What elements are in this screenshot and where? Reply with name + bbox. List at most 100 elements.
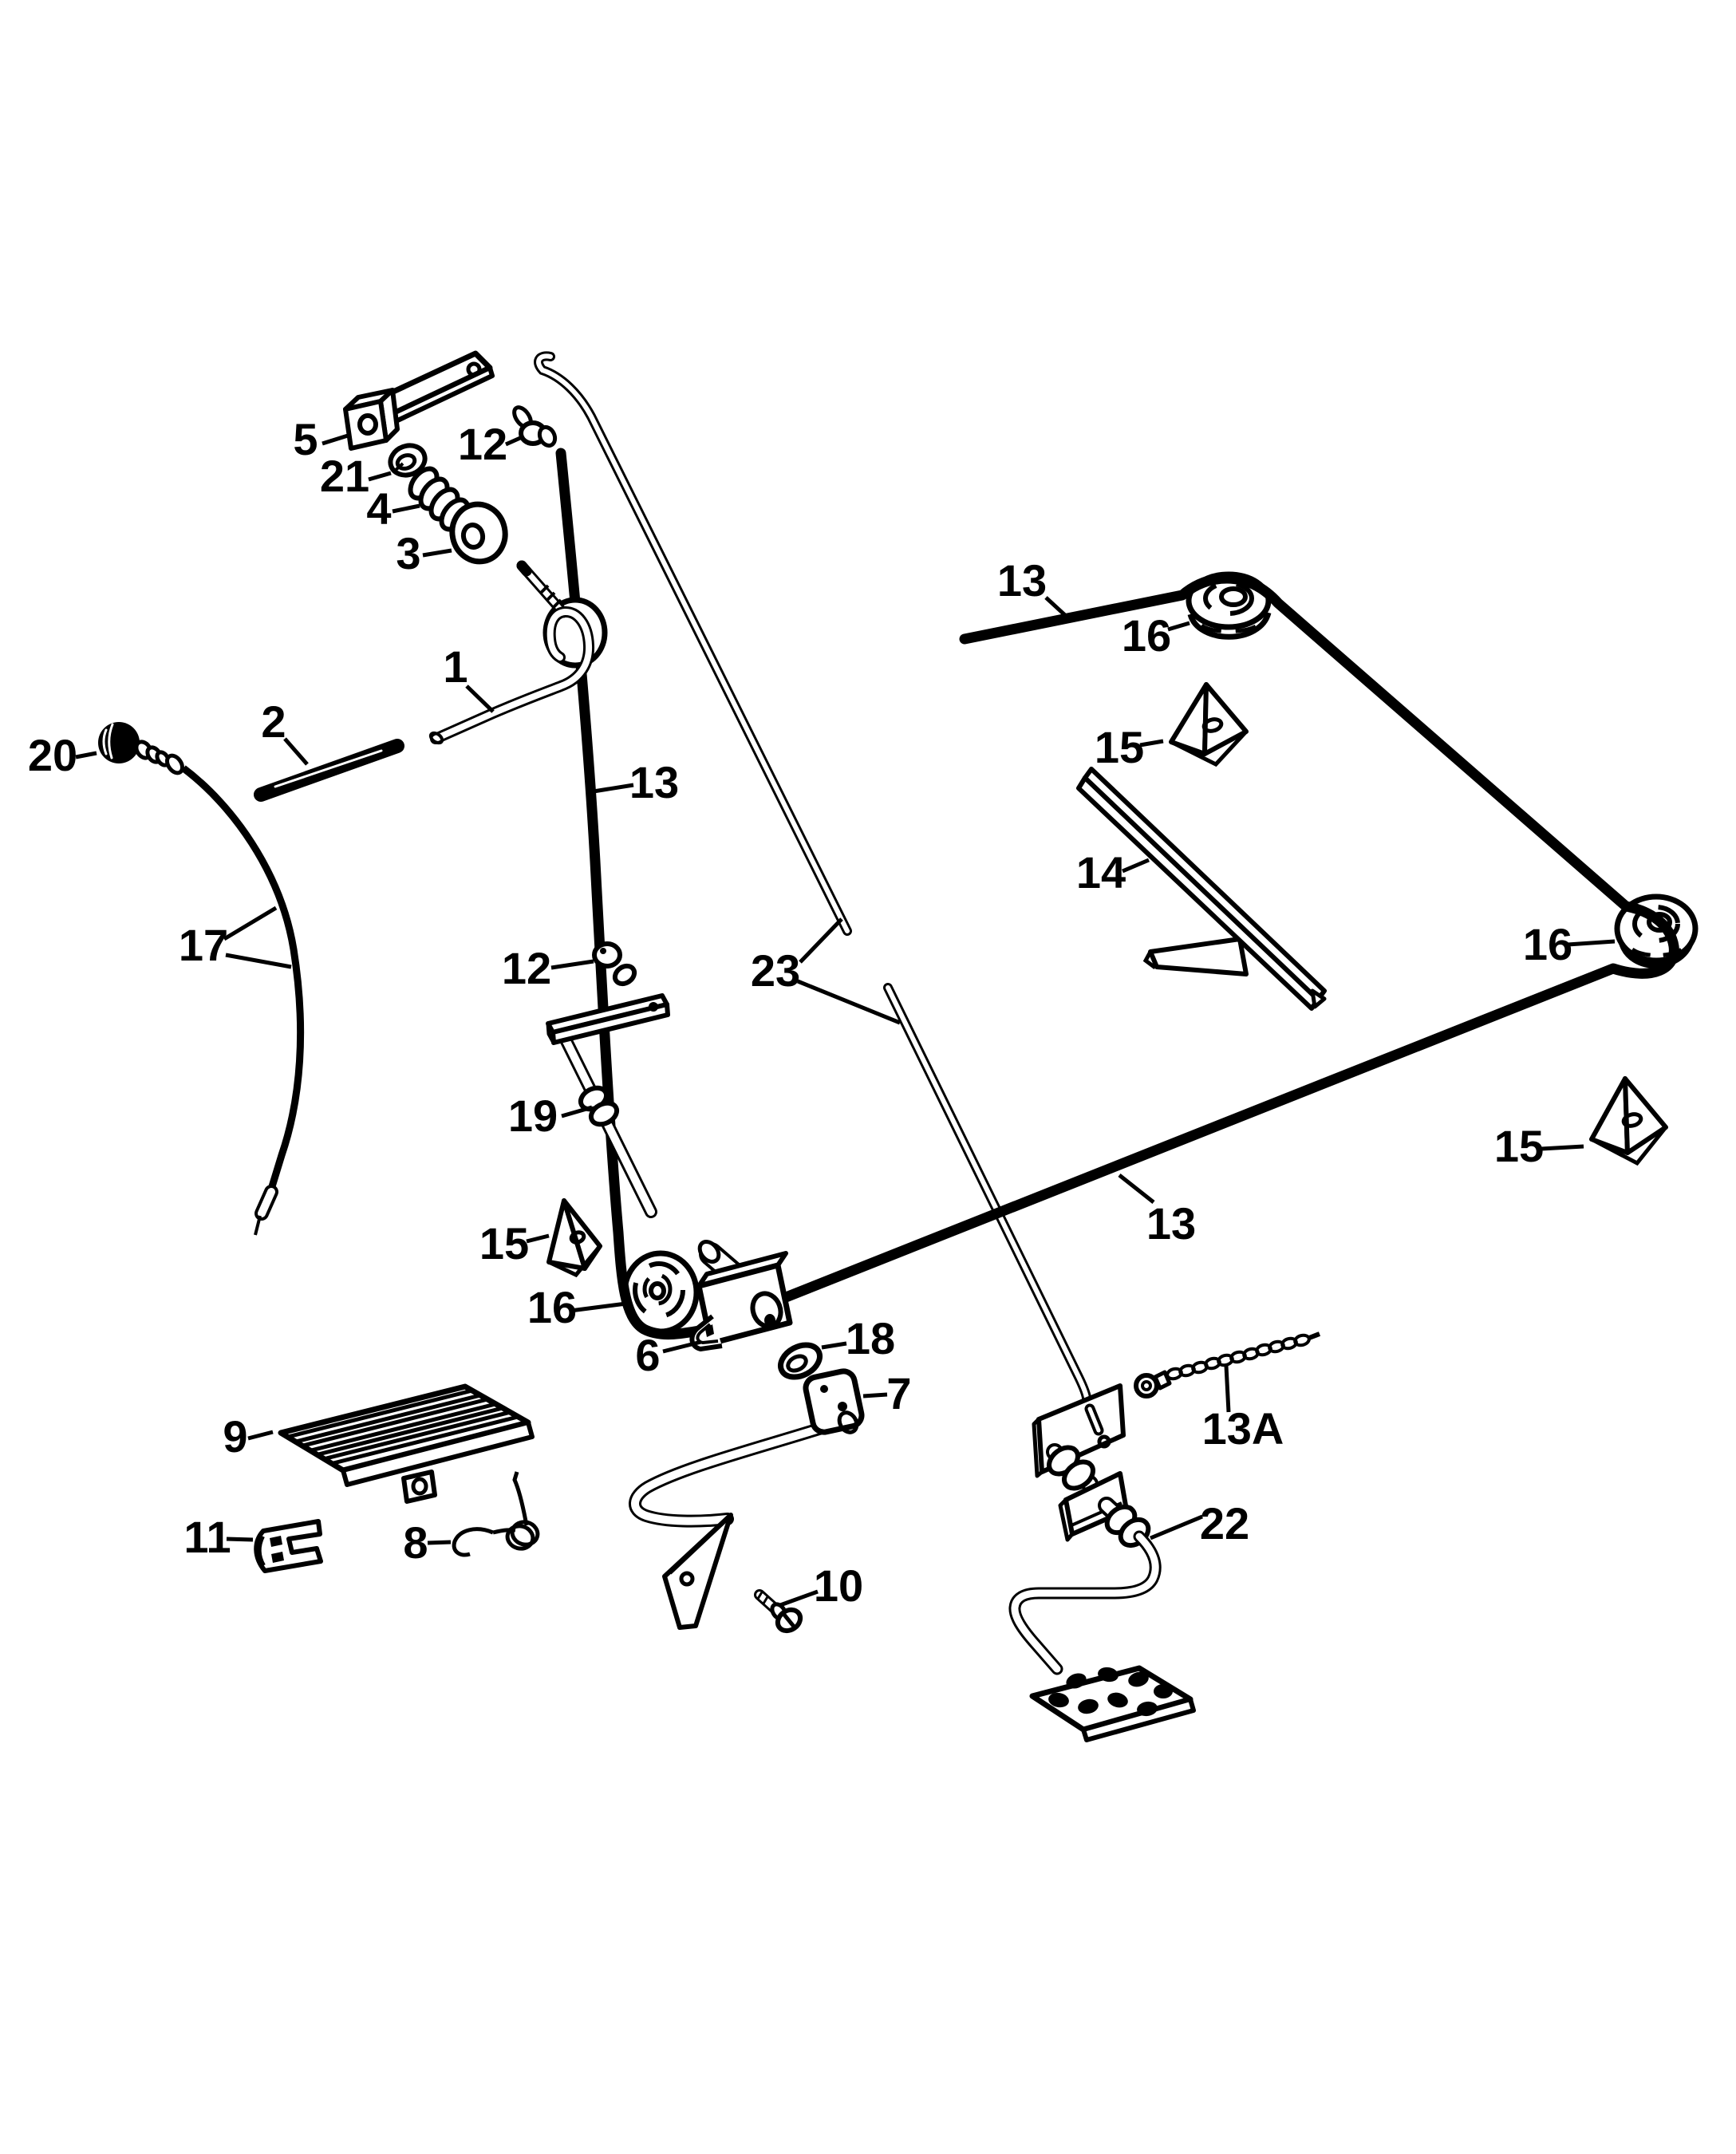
callout-8: 8 <box>403 1517 452 1568</box>
guide-bracket-15-left <box>546 1198 602 1278</box>
callout-label-11: 11 <box>183 1512 231 1562</box>
callout-15: 15 <box>1095 722 1164 772</box>
callout-label-8: 8 <box>403 1517 428 1568</box>
callout-label-7: 7 <box>886 1368 911 1418</box>
guide-bracket-15-bottom-right <box>1589 1076 1668 1166</box>
callout-leader-18 <box>821 1341 847 1350</box>
bolt-10 <box>754 1589 803 1634</box>
callout-17: 17 <box>179 905 292 970</box>
callout-leader-1 <box>465 684 495 713</box>
callout-leader-16 <box>1567 939 1616 947</box>
callout-6: 6 <box>635 1330 702 1380</box>
callout-label-22: 22 <box>1200 1498 1249 1548</box>
callout-1: 1 <box>443 641 495 713</box>
callout-label-16: 16 <box>1122 610 1171 661</box>
callout-label-15: 15 <box>1095 722 1144 772</box>
knob-20 <box>98 722 185 775</box>
callout-12: 12 <box>502 943 594 993</box>
callout-23: 23 <box>751 917 901 1025</box>
callout-label-4: 4 <box>366 483 391 534</box>
callout-label-1: 1 <box>443 641 468 692</box>
pedal-plate-22 <box>1029 1665 1196 1742</box>
callout-leader-2 <box>283 737 309 766</box>
callout-4: 4 <box>366 483 420 534</box>
callout-label-16: 16 <box>1523 919 1572 969</box>
spring-8 <box>452 1471 540 1557</box>
callout-3: 3 <box>396 528 452 578</box>
callout-leader-16 <box>1167 621 1190 632</box>
clip-11 <box>254 1519 323 1573</box>
callout-label-2: 2 <box>261 696 286 747</box>
callout-leader-13 <box>1118 1174 1155 1204</box>
callout-label-13: 13 <box>1146 1198 1196 1249</box>
pulley-left-16 <box>621 1250 700 1335</box>
callout-16: 16 <box>527 1282 627 1332</box>
pulley-bracket-6 <box>689 1239 793 1351</box>
callout-leader-5 <box>322 433 349 446</box>
callout-label-19: 19 <box>508 1091 558 1141</box>
pivot-pin-upper <box>1046 1443 1099 1493</box>
callout-leader-13 <box>1044 596 1067 617</box>
callout-label-10: 10 <box>814 1560 863 1611</box>
callout-18: 18 <box>821 1313 895 1363</box>
washer-3 <box>449 501 508 565</box>
cable-clamp-12 <box>592 941 637 987</box>
support-bracket <box>546 993 670 1045</box>
callout-leader-17 <box>223 905 278 941</box>
threaded-stud-1 <box>516 560 569 618</box>
callout-leader-13A <box>1224 1365 1231 1413</box>
callout-leader-14 <box>1122 858 1150 874</box>
chain-13a <box>1134 1331 1321 1399</box>
callout-label-9: 9 <box>223 1411 247 1462</box>
callout-label-13: 13 <box>997 555 1047 606</box>
callout-label-6: 6 <box>635 1330 660 1380</box>
callout-9: 9 <box>223 1411 274 1462</box>
callout-21: 21 <box>320 451 392 501</box>
cable-13 <box>555 448 1679 1340</box>
callout-10: 10 <box>779 1560 863 1611</box>
callout-label-16: 16 <box>527 1282 577 1332</box>
callout-leader-21 <box>368 471 392 482</box>
mounting-plate-lower <box>1058 1471 1129 1542</box>
control-cable-17 <box>181 765 305 1236</box>
callout-leader-15 <box>1139 739 1164 748</box>
callout-label-15: 15 <box>479 1218 529 1268</box>
callout-leader-9 <box>247 1430 274 1441</box>
callout-13: 13 <box>1118 1174 1196 1249</box>
pedal-pad-9 <box>278 1383 535 1504</box>
callout-label-12: 12 <box>458 419 507 469</box>
callout-label-20: 20 <box>28 730 77 780</box>
callout-13: 13 <box>997 555 1067 617</box>
callout-5: 5 <box>293 414 349 464</box>
rod-23-lower <box>883 983 1091 1402</box>
callout-label-14: 14 <box>1076 847 1126 898</box>
spring-4 <box>408 466 471 532</box>
callout-leader-3 <box>422 548 452 558</box>
callout-label-21: 21 <box>320 451 369 501</box>
callout-label-3: 3 <box>396 528 420 578</box>
pedal-rod-22 <box>1008 1530 1162 1675</box>
callout-2: 2 <box>261 696 309 766</box>
callout-leader-10 <box>779 1589 819 1608</box>
callout-13A: 13A <box>1202 1365 1284 1454</box>
callout-19: 19 <box>508 1091 593 1141</box>
callout-label-13A: 13A <box>1202 1403 1284 1454</box>
callout-leader-11 <box>226 1537 254 1542</box>
wing-bolt-12 <box>512 405 558 448</box>
callout-label-17: 17 <box>179 920 228 970</box>
callout-leader-16 <box>570 1301 627 1313</box>
callout-leader-23 <box>797 979 901 1025</box>
callout-12: 12 <box>458 419 522 469</box>
grommet-19 <box>578 1085 620 1127</box>
callout-leader-4 <box>392 503 420 514</box>
callout-leader-13 <box>593 783 634 794</box>
guide-bracket-15-top-right <box>1169 682 1249 767</box>
lever-arm-5 <box>343 350 495 451</box>
callout-leader-7 <box>862 1392 888 1399</box>
support-bar-14 <box>1076 767 1327 1011</box>
callout-leader-15 <box>526 1233 550 1244</box>
callout-22: 22 <box>1150 1498 1249 1548</box>
callout-label-15: 15 <box>1494 1121 1544 1171</box>
